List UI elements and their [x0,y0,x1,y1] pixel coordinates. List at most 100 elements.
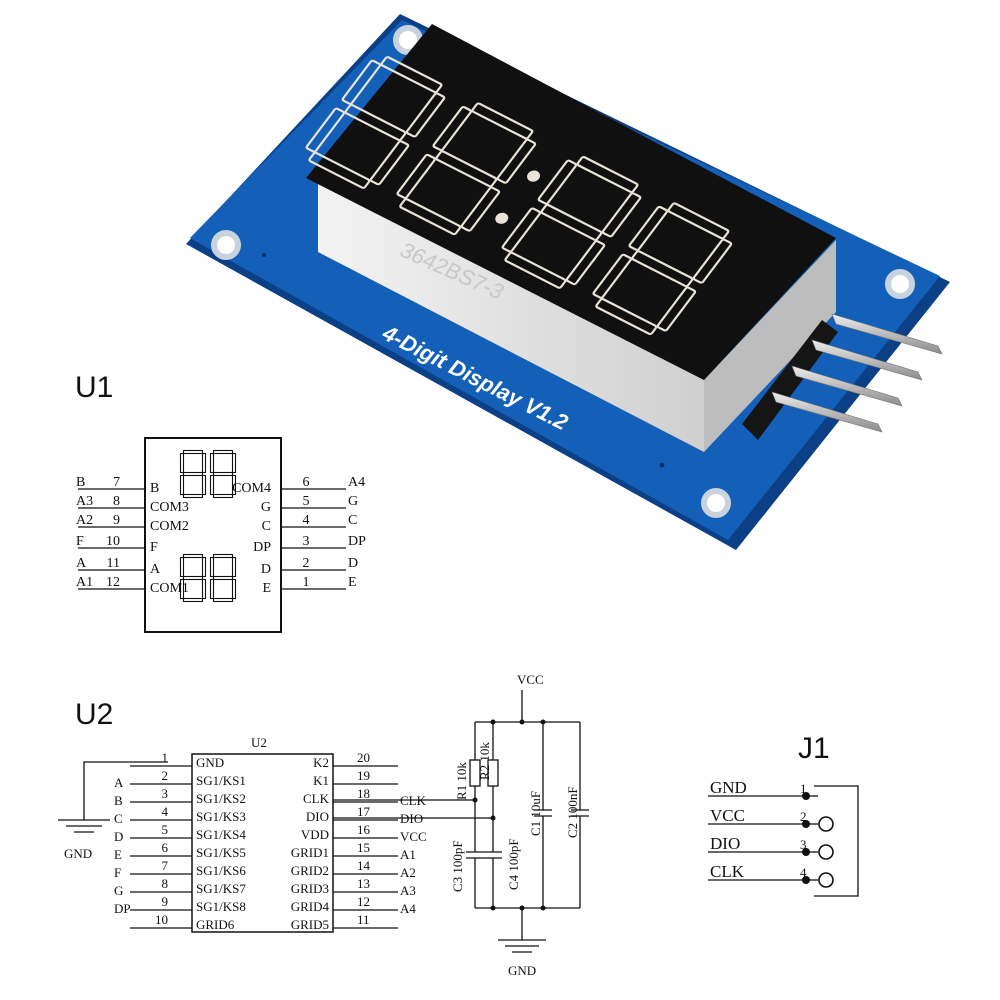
u1-seven-seg-drawing [179,449,237,603]
u1-left-pin-number: 7 [113,475,120,490]
u1-heading: U1 [75,371,113,404]
u1-right-pin-number: 6 [303,475,310,490]
j1-pin-label: VCC [710,806,745,825]
u1-right-pin-label: G [261,500,271,515]
u1-segment [209,578,215,600]
j1-pin-label: CLK [710,862,745,881]
u1-left-pin-number: 10 [106,534,120,549]
c4-label: C4 100pF [506,838,521,890]
pin-header [742,320,838,440]
u1-segment [182,493,204,499]
display-segment [369,140,410,186]
u1-segment [179,578,185,600]
display-segment [435,150,498,188]
header-pin [831,313,943,355]
u2-left-signal: C [114,811,123,826]
header-pin [811,339,923,381]
u1-left-pin-label: COM2 [150,519,189,534]
u2-left-signal: G [114,883,123,898]
j1-pin-number: 2 [800,809,807,824]
u2-right-pin-label: K2 [313,755,329,770]
u1-left-pin-label: F [150,540,158,555]
u2-right-signal: VCC [400,829,427,844]
vcc-label: VCC [517,672,544,687]
u1-segment [231,556,237,578]
u2-right-pin-label: GRID3 [291,881,329,896]
u1-left-pin-number: 8 [113,494,120,509]
u2-left-pin-number: 8 [162,876,169,891]
u2-chip-outline [191,753,334,933]
u1-segment [209,556,215,578]
u1-segment [201,556,207,578]
j1-pin-socket [818,844,834,860]
u2-left-pin-label: GND [196,755,224,770]
display-segment [432,106,473,152]
u1-left-pin-label: B [150,481,159,496]
display-segment [565,240,606,286]
gnd-bottom-label: GND [508,963,536,978]
display-segment [396,153,436,199]
u2-heading: U2 [75,698,113,731]
j1-pin-socket [818,816,834,832]
mount-hole-left [211,230,241,260]
header-pins [771,313,943,433]
display-segment [305,107,346,153]
u2-right-pin-label: GRID1 [291,845,329,860]
j1-pin-number: 4 [800,865,807,880]
u1-left-pin-number: 9 [113,513,120,528]
u1-right-signal: E [348,575,357,590]
c2-label: C2 100nF [565,786,580,838]
u1-segment [212,575,234,581]
u1-segment [201,578,207,600]
u2-left-pin-label: SG1/KS8 [196,899,246,914]
u1-right-pin-label: DP [253,540,271,555]
u2-left-pin-number: 7 [162,858,169,873]
display-segment [308,151,371,189]
u1-left-pin-number: 12 [106,575,120,590]
u1-segment [209,474,215,496]
display-segment [601,192,642,238]
u2-right-signal: A3 [400,883,416,898]
display-segment [631,250,694,288]
u2-left-pin-number: 5 [162,822,169,837]
u2-left-pin-number: 10 [155,912,168,927]
u1-left-pin-label: COM3 [150,500,189,515]
u2-right-pin-number: 17 [357,804,371,819]
u1-right-pin-number: 2 [303,556,310,571]
u2-left-signal: D [114,829,123,844]
u2-right-signal: A1 [400,847,416,862]
u2-chip-label: U2 [251,735,267,750]
display-segment [595,298,658,336]
u2-right-pin-label: GRID5 [291,917,329,932]
u1-right-pin-label: D [261,562,271,577]
pcb-dot [262,253,266,257]
j1-pin-socket [818,872,834,888]
u2-left-pin-label: GRID6 [196,917,235,932]
u2-left-pin-number: 9 [162,894,169,909]
display-segment [380,56,443,94]
display-segment [496,138,537,184]
u2-left-pin-number: 1 [162,750,169,765]
colon-dot [527,170,541,182]
u1-right-signal: A4 [348,475,365,490]
u1-right-pin-label: E [262,581,271,596]
display-segment [344,104,407,141]
display-segment [504,251,567,289]
u1-left-pin-label: A [150,562,161,577]
display-segment [576,156,639,194]
display-segment [537,159,578,205]
u2-right-pin-number: 15 [357,840,370,855]
u1-right-pin-label: C [262,519,271,534]
u2-left-pin-label: SG1/KS6 [196,863,246,878]
u2-right-pin-label: VDD [301,827,329,842]
display-segment [460,186,501,232]
u2-right-pin-number: 14 [357,858,371,873]
passive-network: VCC R1 10k R2 10k [333,672,589,978]
u2-left-pin-number: 6 [162,840,169,855]
u2-left-signal: A [114,775,124,790]
u1-segment [212,597,234,603]
u2-right-pin-label: GRID2 [291,863,329,878]
u1-segment [182,471,204,477]
